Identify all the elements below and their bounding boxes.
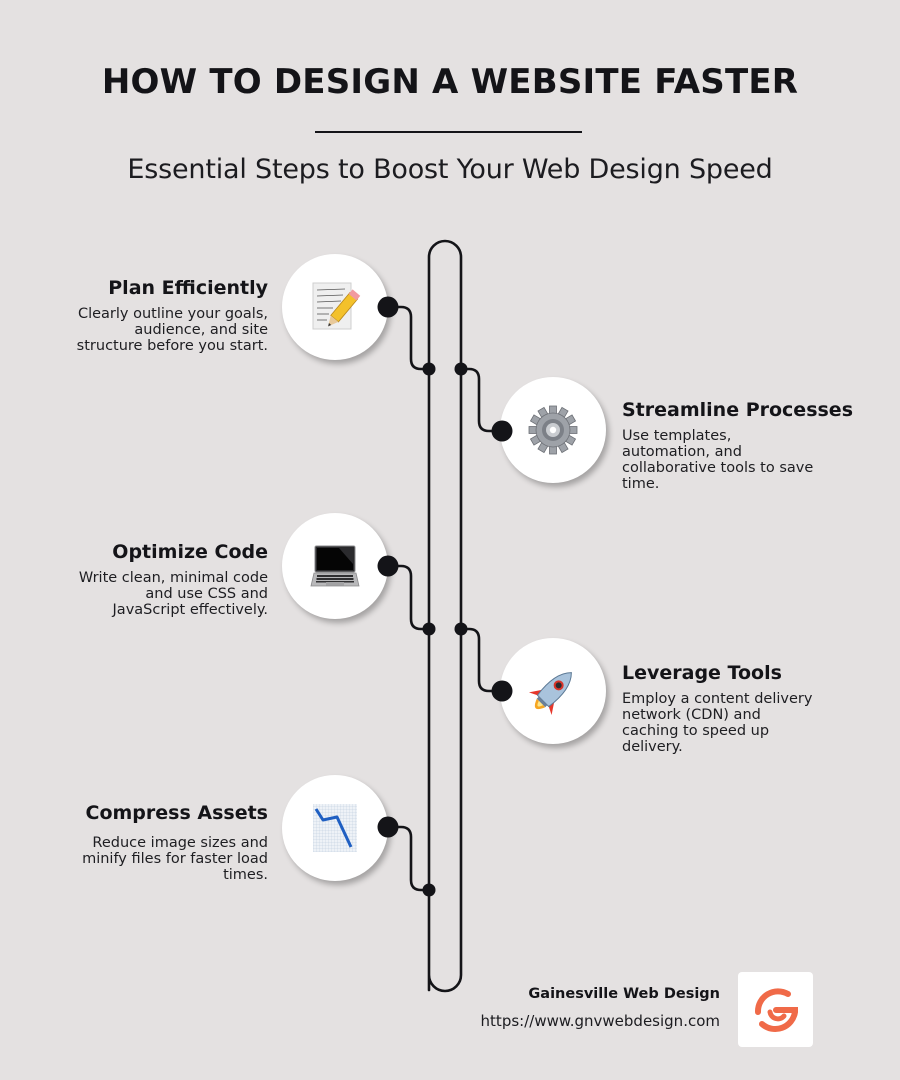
step-description: Employ a content delivery network (CDN) … <box>622 691 813 755</box>
gear-icon <box>528 405 578 455</box>
connector-plan <box>386 305 431 371</box>
connector-dot-leverage <box>491 680 513 702</box>
step-description: Write clean, minimal code and use CSS an… <box>78 570 268 618</box>
connector-optimize <box>386 564 431 631</box>
page-title: HOW TO DESIGN A WEBSITE FASTER <box>101 62 799 102</box>
step-icon-circle-streamline <box>500 377 606 483</box>
step-description: Reduce image sizes and minify files for … <box>82 835 268 883</box>
step-plan-efficiently: Plan Efficiently Clearly outline your go… <box>28 276 268 354</box>
page-subtitle: Essential Steps to Boost Your Web Design… <box>127 154 773 185</box>
step-description: Clearly outline your goals, audience, an… <box>76 306 268 354</box>
chart-decreasing-icon <box>313 804 357 852</box>
step-streamline-processes: Streamline Processes Use templates, auto… <box>622 398 872 492</box>
connector-dot-streamline <box>491 420 513 442</box>
step-title: Plan Efficiently <box>108 277 268 299</box>
gnv-logo-icon <box>754 987 798 1032</box>
connector-compress <box>386 825 431 892</box>
step-icon-circle-optimize <box>282 513 388 619</box>
step-description: Use templates, automation, and collabora… <box>622 428 814 492</box>
step-title: Leverage Tools <box>622 662 782 684</box>
step-title: Streamline Processes <box>622 399 854 421</box>
memo-pencil-icon <box>312 282 361 330</box>
step-leverage-tools: Leverage Tools Employ a content delivery… <box>622 661 872 755</box>
step-compress-assets: Compress Assets Reduce image sizes and m… <box>28 801 268 883</box>
connector-dot-plan <box>377 296 399 318</box>
timeline-loop <box>427 239 463 993</box>
connector-dot-optimize <box>377 555 399 577</box>
step-icon-circle-leverage <box>500 638 606 744</box>
step-title: Optimize Code <box>112 541 268 563</box>
company-name: Gainesville Web Design <box>528 986 720 1002</box>
step-icon-circle-compress <box>282 775 388 881</box>
laptop-icon <box>310 545 360 587</box>
company-logo <box>738 972 813 1047</box>
title-divider <box>315 131 582 133</box>
step-title: Compress Assets <box>85 802 269 824</box>
rocket-icon <box>528 672 572 716</box>
connector-dot-compress <box>377 816 399 838</box>
step-icon-circle-plan <box>282 254 388 360</box>
step-optimize-code: Optimize Code Write clean, minimal code … <box>28 540 268 618</box>
connector-streamline <box>459 367 504 433</box>
connector-leverage <box>459 627 504 693</box>
company-url[interactable]: https://www.gnvwebdesign.com <box>480 1012 720 1030</box>
